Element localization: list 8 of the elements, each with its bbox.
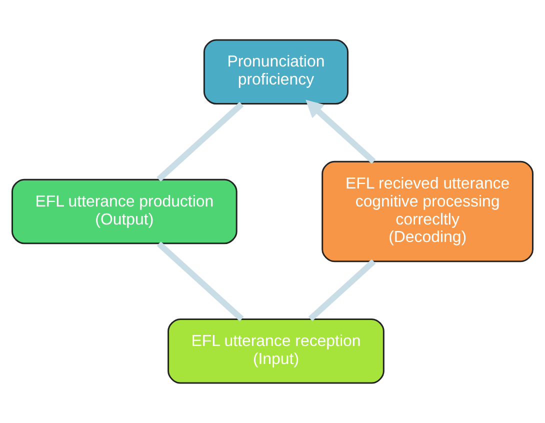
- arrow: [306, 100, 376, 164]
- connector: [156, 102, 244, 182]
- connector: [156, 242, 244, 322]
- node-box: EFL utterance reception (Input): [168, 318, 384, 384]
- connector: [308, 259, 376, 322]
- node-box: EFL utterance production (Output): [12, 178, 238, 244]
- node-box: Pronunciation proficiency: [203, 39, 349, 105]
- node-box: EFL recieved utterance cognitive processing correcltly (Decoding): [322, 160, 534, 262]
